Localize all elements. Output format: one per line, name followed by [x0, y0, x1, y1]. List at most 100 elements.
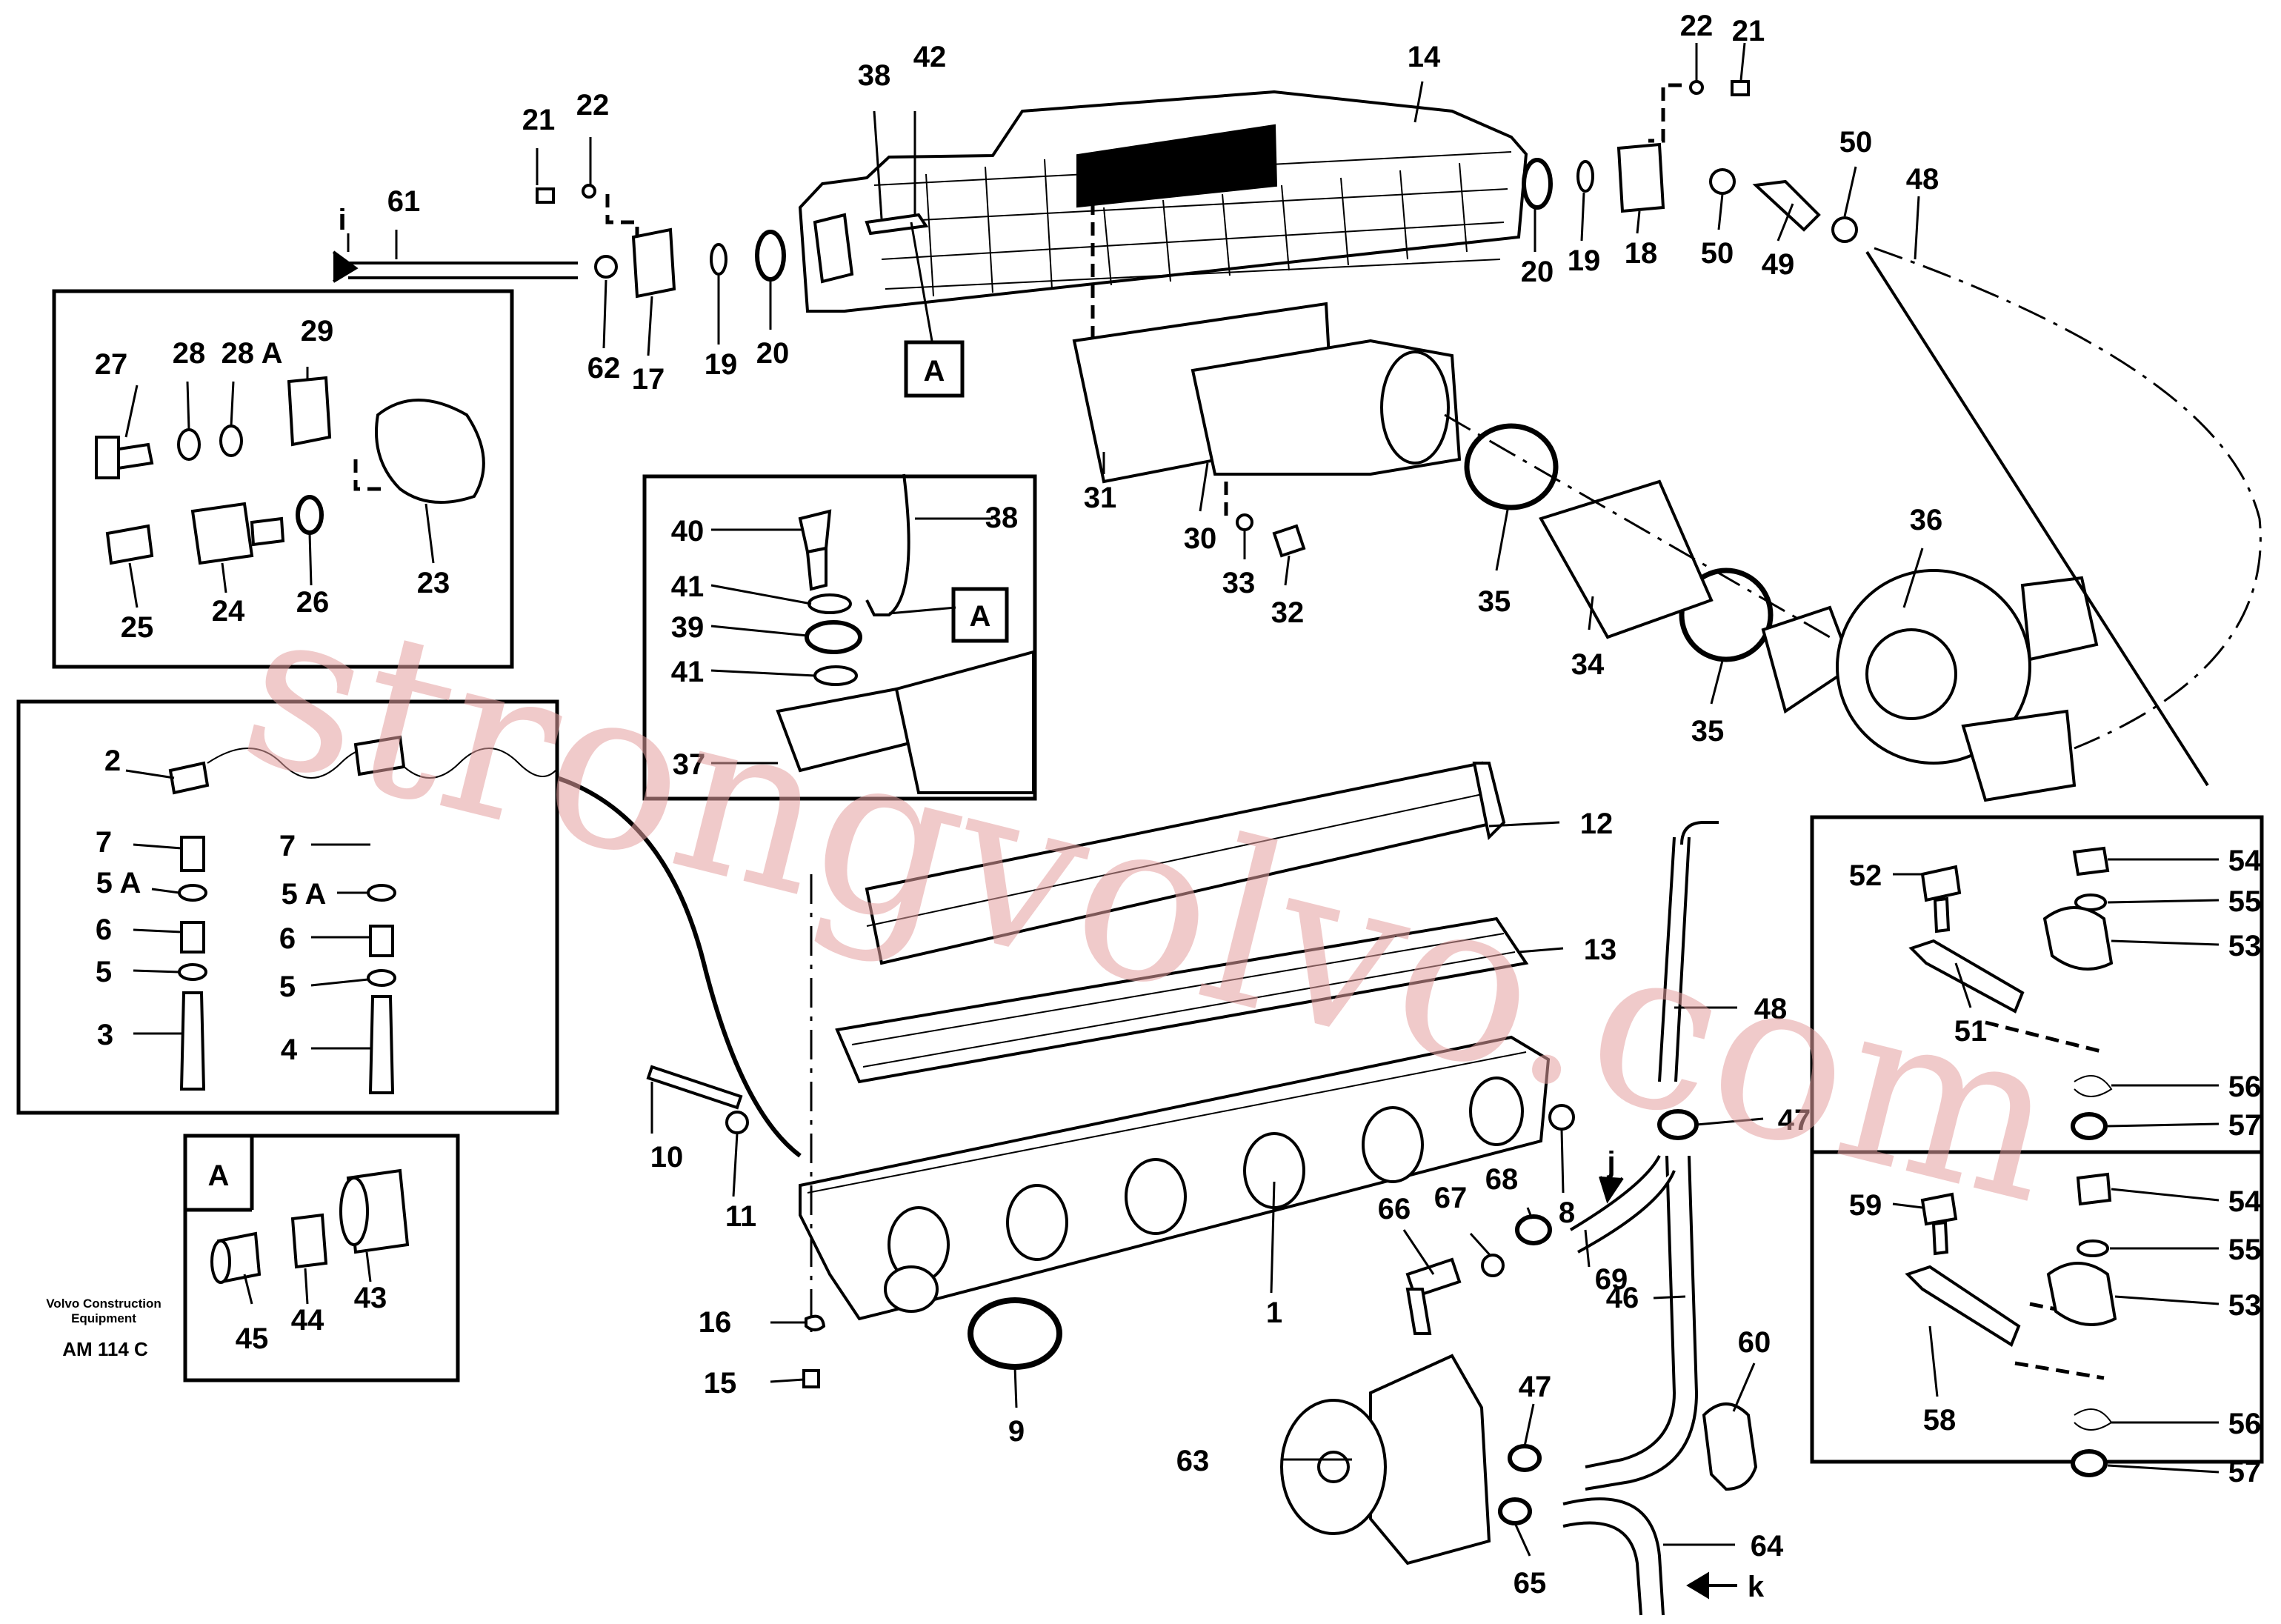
flow-label-k: k [1748, 1571, 1765, 1603]
label-8: 8 [1559, 1197, 1575, 1229]
hose-69 [1569, 1155, 1676, 1254]
sealing-ring-9 [968, 1297, 1062, 1370]
ref-label-A-main: A [924, 355, 945, 387]
label-56b: 56 [2228, 1408, 2262, 1440]
label-50a: 50 [1839, 126, 1873, 159]
dash-21-22-right [1648, 83, 1682, 143]
label-26: 26 [296, 586, 330, 619]
label-25: 25 [121, 611, 154, 644]
small-parts [536, 80, 1858, 1525]
label-55b: 55 [2228, 1234, 2262, 1266]
label-16: 16 [699, 1306, 732, 1339]
flow-label-i: i [338, 204, 346, 236]
label-13: 13 [1584, 934, 1617, 966]
label-37: 37 [673, 748, 706, 781]
bolt-assembly-2-7 [168, 735, 556, 1094]
label-60: 60 [1738, 1326, 1771, 1359]
label-5A-right: 5 A [282, 878, 327, 911]
hose-64 [1562, 1497, 1665, 1616]
sensor-assembly-23-29 [95, 376, 485, 565]
flow-label-j: j [1606, 1146, 1615, 1179]
label-32: 32 [1271, 596, 1305, 629]
label-52: 52 [1849, 859, 1882, 892]
sensor-fitting-37-41 [776, 473, 1035, 794]
label-47b: 47 [1519, 1371, 1552, 1403]
label-22b: 22 [1680, 10, 1714, 42]
detail-box-sensor [52, 289, 514, 669]
label-31: 31 [1084, 482, 1117, 514]
label-35b: 35 [1691, 715, 1725, 748]
label-53b: 53 [2228, 1289, 2262, 1322]
coolant-pump-63 [1280, 1354, 1491, 1565]
label-67: 67 [1434, 1182, 1468, 1214]
label-2: 2 [104, 745, 121, 777]
label-47a: 47 [1778, 1104, 1811, 1137]
label-9: 9 [1008, 1415, 1025, 1448]
label-24: 24 [212, 595, 245, 628]
label-41a: 41 [671, 570, 705, 603]
label-6a: 6 [96, 914, 112, 946]
ref-label-A-sensor: A [970, 600, 991, 633]
label-21a: 21 [522, 104, 556, 136]
label-42: 42 [913, 41, 947, 73]
charge-air-cooler-12 [865, 761, 1506, 965]
cable-loop [556, 776, 802, 1158]
label-39: 39 [671, 611, 705, 644]
dashdot-turbo-inlet [1444, 413, 1831, 639]
label-12: 12 [1580, 808, 1614, 840]
ref-box-A-sensor [951, 587, 1009, 643]
label-63: 63 [1176, 1445, 1210, 1477]
label-5A-left: 5 A [96, 867, 141, 899]
company-name-line2: Equipment [71, 1311, 136, 1325]
label-20b: 20 [1521, 256, 1554, 288]
label-1: 1 [1266, 1297, 1282, 1329]
label-58: 58 [1923, 1404, 1957, 1437]
label-23: 23 [417, 567, 450, 599]
label-69: 69 [1595, 1263, 1628, 1296]
label-35a: 35 [1478, 585, 1511, 618]
label-17: 17 [632, 363, 665, 396]
detail-box-clamps [1810, 815, 2264, 1464]
label-49: 49 [1762, 248, 1795, 281]
label-33: 33 [1222, 567, 1256, 599]
label-30: 30 [1184, 522, 1217, 555]
label-46: 46 [1606, 1282, 1639, 1314]
label-59: 59 [1849, 1189, 1882, 1222]
intake-elbow-30-31 [1072, 302, 1462, 484]
label-61: 61 [387, 185, 421, 218]
hose-46 [1585, 1155, 1699, 1491]
detail-box-bolts [16, 699, 559, 1115]
label-57a: 57 [2228, 1109, 2262, 1142]
label-5a: 5 [96, 956, 112, 988]
label-36: 36 [1910, 504, 1943, 536]
label-54a: 54 [2228, 845, 2262, 877]
label-5b: 5 [279, 971, 296, 1003]
dash-sensor [353, 459, 385, 491]
label-38a: 38 [858, 59, 891, 92]
label-57b: 57 [2228, 1456, 2262, 1488]
label-28: 28 [173, 337, 206, 370]
dashdot-turbo [1874, 247, 2262, 750]
label-21b: 21 [1732, 15, 1765, 47]
label-64: 64 [1751, 1530, 1784, 1563]
label-10: 10 [650, 1141, 684, 1174]
label-22a: 22 [576, 89, 610, 122]
clamp-assembly-51-59 [1905, 846, 2117, 1477]
leader-lines [124, 42, 2220, 1557]
label-29: 29 [301, 315, 334, 347]
label-68: 68 [1485, 1163, 1519, 1196]
label-7b: 7 [279, 830, 296, 862]
label-55a: 55 [2228, 885, 2262, 918]
dash-21-22-left [605, 194, 639, 244]
label-20a: 20 [756, 337, 790, 370]
return-line-61 [348, 262, 578, 279]
label-65: 65 [1514, 1567, 1547, 1600]
ref-box-A-main [904, 340, 965, 398]
label-51: 51 [1954, 1015, 1988, 1048]
exhaust-manifold-1 [799, 1035, 1551, 1321]
label-27: 27 [95, 348, 128, 381]
label-4: 4 [281, 1034, 298, 1066]
turbocharger-36 [1761, 569, 2099, 802]
hose-clamp-35a [1464, 423, 1559, 510]
